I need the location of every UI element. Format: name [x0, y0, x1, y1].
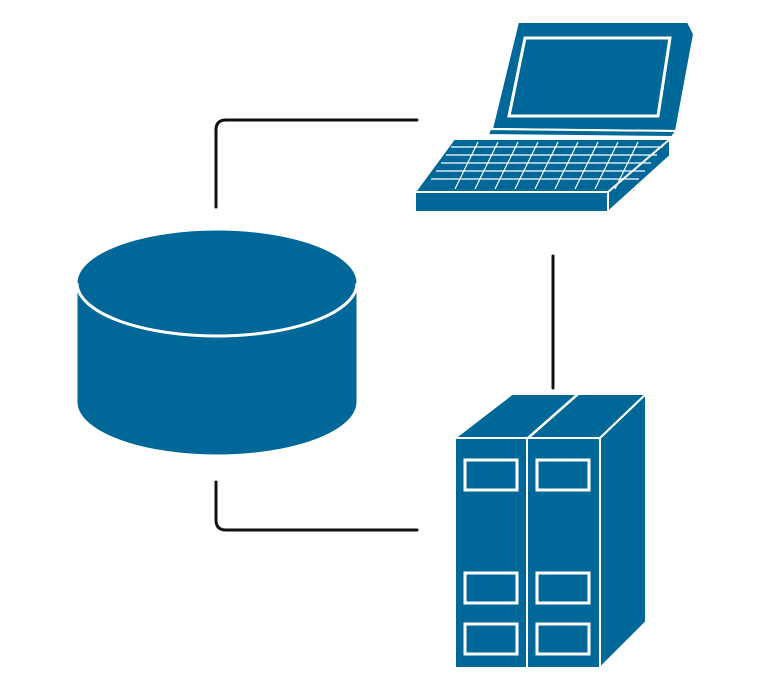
connectors [214, 118, 555, 532]
keyboard-grid [431, 141, 663, 190]
server-rack-icon [452, 391, 649, 671]
connector-database-server [214, 480, 419, 532]
connector-database-laptop [214, 118, 419, 209]
drive-bays [463, 458, 591, 656]
laptop-icon [413, 21, 696, 215]
database-icon [75, 229, 359, 456]
